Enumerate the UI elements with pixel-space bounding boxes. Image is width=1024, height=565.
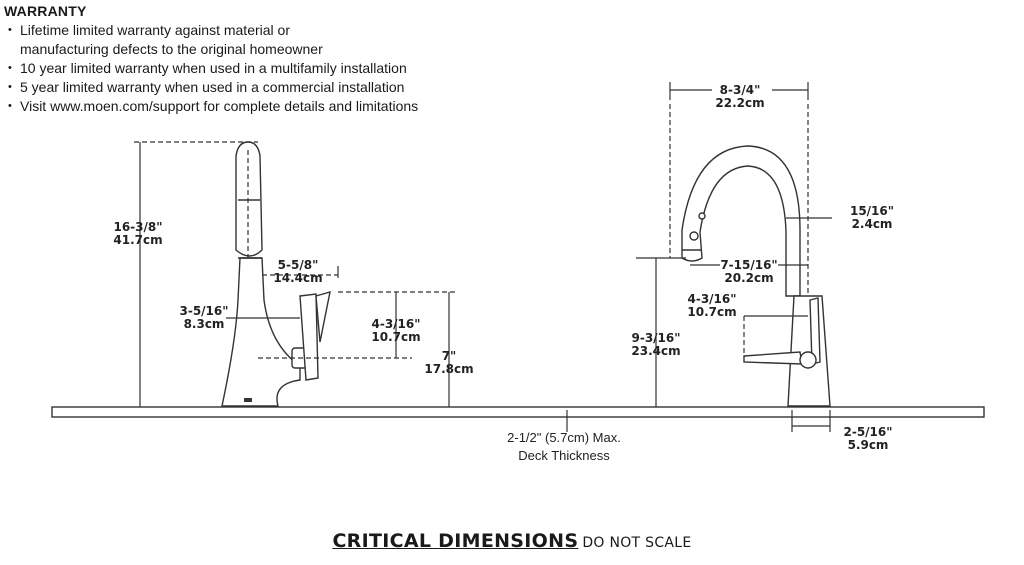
warranty-item: Visit www.moen.com/support for complete … <box>4 97 418 116</box>
warranty-item: 5 year limited warranty when used in a c… <box>4 78 418 97</box>
base-height-cm-label: 8.3cm <box>184 317 225 331</box>
clearance-inches-label: 9-3/16" <box>631 331 680 345</box>
handle-top-cm-label: 17.8cm <box>424 362 473 376</box>
side-view-faucet <box>221 141 331 407</box>
spout-diameter-inches-label: 15/16" <box>850 204 894 218</box>
height-inches-label: 16-3/8" <box>113 220 162 234</box>
handle-depth-inches-label: 5-5/8" <box>278 258 319 272</box>
side-view-labels: 16-3/8" 41.7cm 5-5/8" 14.4cm 3-5/16" 8.3… <box>113 220 473 376</box>
handle-reach-inches-label: 4-3/16" <box>687 292 736 306</box>
front-view-labels: 8-3/4" 22.2cm 15/16" 2.4cm 7-15/16" 20.2… <box>631 83 894 452</box>
spout-offset-inches-label: 7-15/16" <box>720 258 777 272</box>
base-height-inches-label: 3-5/16" <box>179 304 228 318</box>
spout-diameter-cm-label: 2.4cm <box>852 217 893 231</box>
handle-height-cm-label: 10.7cm <box>371 330 420 344</box>
front-view-faucet <box>681 145 831 407</box>
handle-top-inches-label: 7" <box>442 349 457 363</box>
base-diameter-cm-label: 5.9cm <box>848 438 889 452</box>
deck-thickness-caption: Deck Thickness <box>518 448 610 463</box>
warranty-item: Lifetime limited warranty against materi… <box>4 21 418 40</box>
critical-dimensions-title: CRITICAL DIMENSIONS <box>332 530 579 552</box>
deck-thickness-label: 2-1/2" (5.7cm) Max. <box>507 430 621 445</box>
spout-offset-cm-label: 20.2cm <box>724 271 773 285</box>
handle-depth-cm-label: 14.4cm <box>273 271 322 285</box>
front-view-dimensions <box>636 82 832 432</box>
side-view-dimensions <box>134 141 456 407</box>
spout-reach-cm-label: 22.2cm <box>715 96 764 110</box>
handle-reach-cm-label: 10.7cm <box>687 305 736 319</box>
warranty-title: WARRANTY <box>4 3 87 19</box>
warranty-item: 10 year limited warranty when used in a … <box>4 59 418 78</box>
warranty-section: WARRANTY Lifetime limited warranty again… <box>4 3 418 116</box>
handle-height-inches-label: 4-3/16" <box>371 317 420 331</box>
deck-surface <box>51 406 985 418</box>
clearance-cm-label: 23.4cm <box>631 344 680 358</box>
warranty-list: Lifetime limited warranty against materi… <box>4 21 418 116</box>
height-cm-label: 41.7cm <box>113 233 162 247</box>
spout-reach-inches-label: 8-3/4" <box>720 83 761 97</box>
do-not-scale-note: DO NOT SCALE <box>582 535 692 551</box>
deck-labels: 2-1/2" (5.7cm) Max. Deck Thickness <box>507 430 621 463</box>
base-diameter-inches-label: 2-5/16" <box>843 425 892 439</box>
warranty-item: manufacturing defects to the original ho… <box>20 41 323 57</box>
